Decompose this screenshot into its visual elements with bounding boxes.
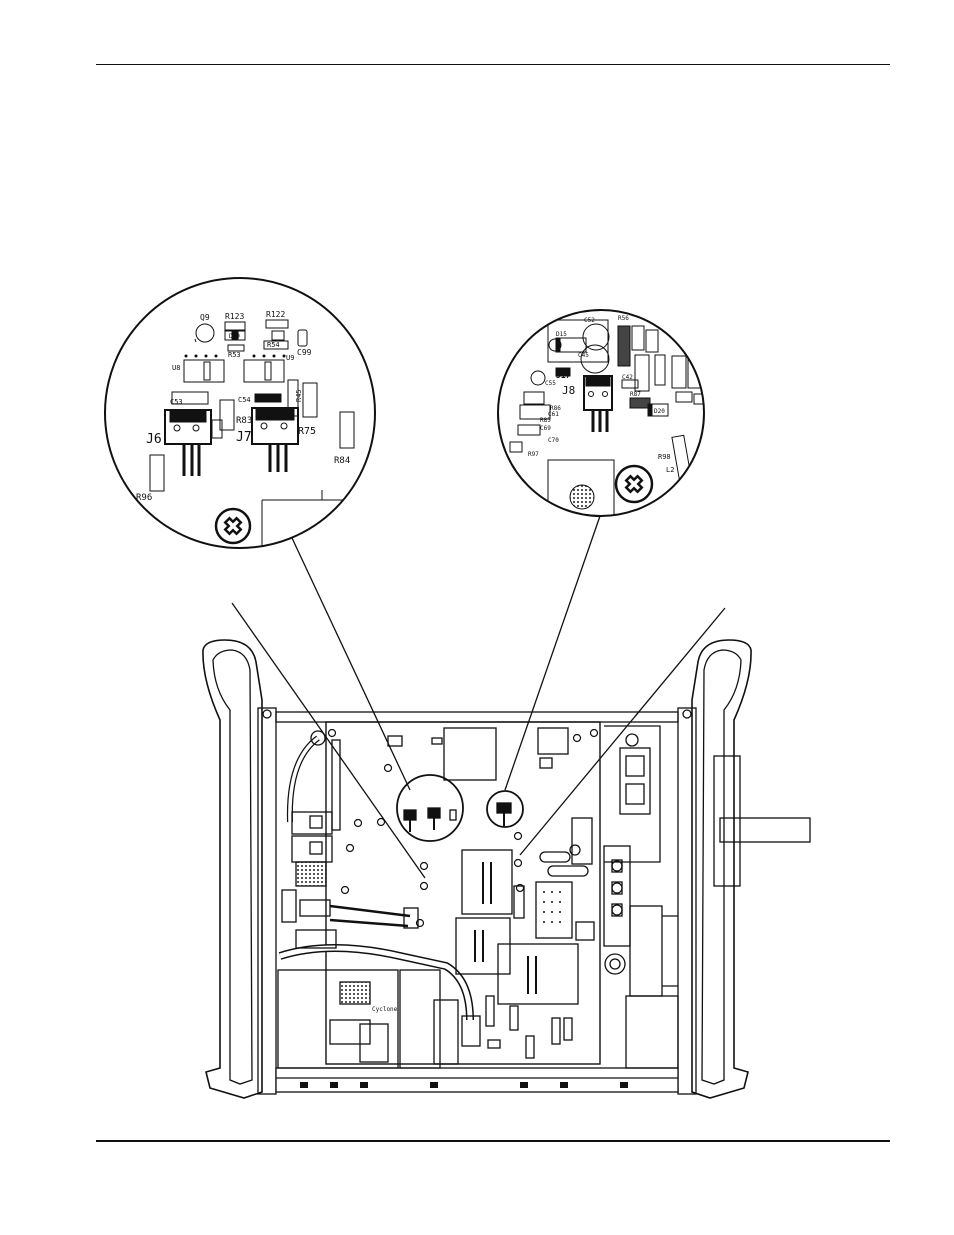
label-R98: R98 [658,453,671,461]
label-C54: C54 [238,396,251,404]
label-J7: J7 [236,430,252,445]
callout-left-labels: Q9 R123 R122 D29 R54 R53 U9 C99 U8 C53 C… [136,310,350,503]
label-C70: C70 [548,437,559,444]
label-R85: R85 [540,417,551,424]
label-J8: J8 [562,384,575,397]
label-R84: R84 [334,456,350,466]
label-C55: C55 [545,380,556,387]
label-R123: R123 [225,312,244,321]
leader-lines [231,515,726,879]
label-C42: C42 [622,374,633,381]
label-D20: D20 [654,408,665,415]
label-J17: J17 [556,371,571,380]
label-R97: R97 [528,451,539,458]
label-C53: C53 [170,398,183,406]
bottom-rule [96,1140,890,1142]
callout-left: Q9 R123 R122 D29 R54 R53 U9 C99 U8 C53 C… [104,277,376,549]
enclosure: Cyclone [202,639,811,1099]
label-R75: R75 [298,426,316,437]
label-C99: C99 [297,348,312,357]
label-U8: U8 [172,364,180,372]
label-C61: C61 [548,411,559,418]
label-C69: C69 [540,425,551,432]
label-D29: D29 [229,333,240,340]
callout-right: C52 R56 D15 C45 C55 J17 C42 J8 R86 C61 R… [497,309,705,517]
label-R53: R53 [228,351,241,359]
label-J6: J6 [146,432,162,447]
label-R87: R87 [630,391,641,398]
label-R45: R45 [295,389,303,402]
label-C45: C45 [578,352,589,359]
label-D15: D15 [556,331,567,338]
label-U9: U9 [286,354,294,362]
top-rule [96,64,890,65]
label-L2: L2 [666,466,674,474]
label-R56: R56 [618,315,629,322]
label-R54: R54 [267,341,280,349]
label-R96: R96 [136,493,152,503]
label-R86: R86 [550,405,561,412]
label-R122: R122 [266,310,285,319]
label-C52: C52 [584,317,595,324]
label-R83: R83 [236,416,252,426]
label-Q9: Q9 [200,313,210,322]
callout-right-labels: C52 R56 D15 C45 C55 J17 C42 J8 R86 C61 R… [528,315,674,474]
label-Cyclone: Cyclone [372,1006,398,1013]
